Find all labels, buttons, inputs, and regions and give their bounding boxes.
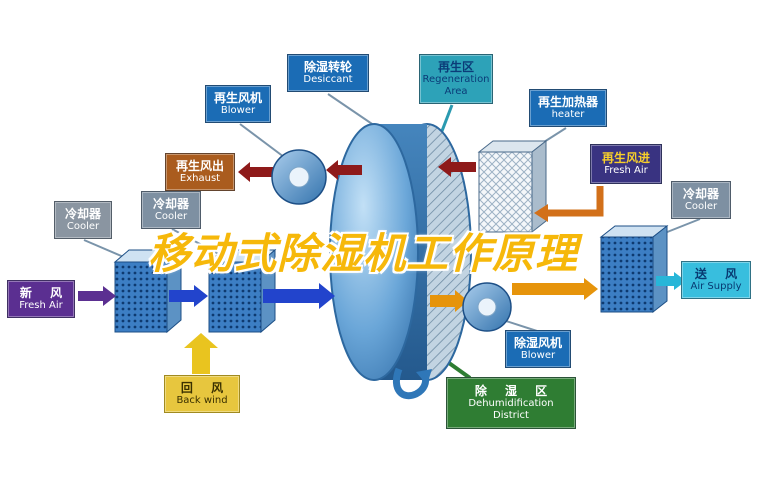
label-fresh-air-en: Fresh Air xyxy=(19,300,63,312)
arrow-regen-inlet-elbow xyxy=(548,186,604,217)
label-regen-area-zh: 再生区 xyxy=(437,60,474,75)
label-cooler-right-en: Cooler xyxy=(684,201,718,213)
cooler-box-left-2 xyxy=(207,248,277,334)
arrow-regen-exhaust xyxy=(238,162,274,182)
label-regen-heater-zh: 再生加热器 xyxy=(537,95,598,110)
line-cooler-outer xyxy=(83,239,127,259)
label-cooler-left-outer: 冷却器 Cooler xyxy=(54,201,112,239)
line-desiccant xyxy=(327,93,379,129)
label-regen-exhaust-en: Exhaust xyxy=(179,173,221,185)
cooler-box-right xyxy=(599,224,669,314)
label-back-wind-en: Back wind xyxy=(176,395,228,407)
regen-blower-fan xyxy=(271,149,327,205)
label-regen-heater: 再生加热器 heater xyxy=(529,89,607,127)
arrow-fresh-air-in xyxy=(78,286,116,306)
rotation-arrow-head xyxy=(416,369,432,385)
label-dehumid-blower-en: Blower xyxy=(520,350,556,362)
label-regen-exhaust: 再生风出 Exhaust xyxy=(165,153,235,191)
arrow-process-2 xyxy=(263,283,335,309)
label-air-supply-en: Air Supply xyxy=(690,281,742,293)
label-dehumid-blower: 除湿风机 Blower xyxy=(505,330,571,368)
label-cooler-left-outer-zh: 冷却器 xyxy=(64,207,101,222)
label-regen-area-en: Regeneration Area xyxy=(422,74,490,98)
label-regen-blower-en: Blower xyxy=(220,105,256,117)
arrow-regen-2 xyxy=(326,160,362,180)
label-desiccant-wheel-zh: 除湿转轮 xyxy=(303,60,352,75)
label-regen-blower-zh: 再生风机 xyxy=(213,91,262,106)
arrow-regen-inlet-head xyxy=(534,204,548,222)
label-fresh-air: 新 风 Fresh Air xyxy=(7,280,75,318)
label-cooler-right: 冷却器 Cooler xyxy=(671,181,731,219)
label-regen-heater-en: heater xyxy=(551,109,585,121)
label-regen-fresh-air: 再生风进 Fresh Air xyxy=(590,144,662,184)
arrow-regen-1 xyxy=(438,157,476,177)
label-fresh-air-zh: 新 风 xyxy=(19,286,70,301)
arrow-back-wind xyxy=(184,333,218,374)
flow-arrows xyxy=(78,157,686,374)
label-cooler-left-inner: 冷却器 Cooler xyxy=(141,191,201,229)
dehumid-blower-fan xyxy=(462,282,512,332)
desiccant-wheel xyxy=(329,123,472,400)
label-cooler-left-inner-en: Cooler xyxy=(154,211,188,223)
arrow-process-1 xyxy=(169,285,208,307)
line-dehumid-blower xyxy=(502,319,538,332)
line-regen-blower xyxy=(239,123,289,161)
arrow-process-4 xyxy=(512,278,598,300)
label-desiccant-wheel-en: Desiccant xyxy=(303,74,353,86)
arrow-air-supply xyxy=(656,272,686,290)
label-air-supply-zh: 送 风 xyxy=(694,267,745,282)
label-regen-blower: 再生风机 Blower xyxy=(205,85,271,123)
label-back-wind-zh: 回 风 xyxy=(180,381,231,396)
label-cooler-left-outer-en: Cooler xyxy=(66,221,100,233)
label-dehumid-district: 除 湿 区 Dehumidification District xyxy=(446,377,576,429)
label-regen-exhaust-zh: 再生风出 xyxy=(175,159,224,174)
label-regen-fresh-air-zh: 再生风进 xyxy=(601,151,650,166)
label-dehumid-district-en: Dehumidification District xyxy=(468,398,554,422)
label-back-wind: 回 风 Back wind xyxy=(164,375,240,413)
arrow-process-3 xyxy=(430,290,468,312)
label-regen-area: 再生区 Regeneration Area xyxy=(419,54,493,104)
wheel-front-face xyxy=(329,123,419,381)
label-air-supply: 送 风 Air Supply xyxy=(681,261,751,299)
label-cooler-left-inner-zh: 冷却器 xyxy=(152,197,189,212)
label-regen-fresh-air-en: Fresh Air xyxy=(604,165,648,177)
label-desiccant-wheel: 除湿转轮 Desiccant xyxy=(287,54,369,92)
label-cooler-right-zh: 冷却器 xyxy=(682,187,719,202)
label-dehumid-blower-zh: 除湿风机 xyxy=(513,336,562,351)
label-dehumid-district-zh: 除 湿 区 xyxy=(474,384,555,399)
heater-box xyxy=(477,139,548,234)
